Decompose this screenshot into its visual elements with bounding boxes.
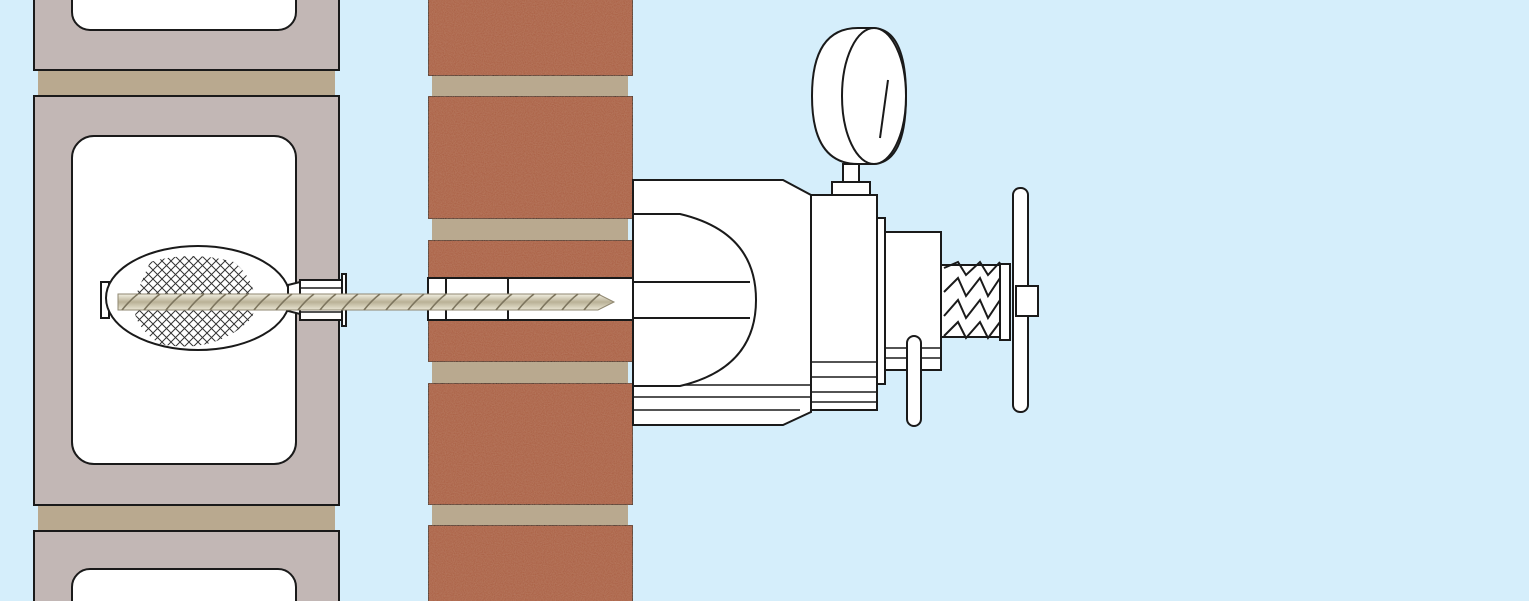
rod-twist-mark	[143, 293, 161, 311]
threaded-screw	[940, 260, 1004, 340]
tool-nose	[632, 213, 758, 387]
rod-twist-mark	[561, 293, 579, 311]
rod-twist-mark	[253, 293, 271, 311]
pressure-gauge-icon	[810, 27, 908, 196]
rod-twist-mark	[231, 293, 249, 311]
rod-spiral	[121, 293, 601, 311]
anchor-rod	[117, 293, 616, 311]
tool-collar	[876, 217, 886, 385]
rod-twist-mark	[297, 293, 315, 311]
rod-twist-mark	[539, 293, 557, 311]
mortar-joint	[38, 505, 335, 531]
block-cavity	[71, 568, 297, 601]
rod-twist-mark	[165, 293, 183, 311]
rod-twist-mark	[319, 293, 337, 311]
mortar-joint	[432, 362, 628, 383]
mortar-joint	[38, 70, 335, 96]
rod-twist-mark	[517, 293, 535, 311]
brick	[427, 524, 634, 601]
brick	[427, 0, 634, 77]
rod-twist-mark	[407, 293, 425, 311]
rod-twist-mark	[341, 293, 359, 311]
mortar-joint	[432, 219, 628, 240]
tool-rear-housing	[884, 231, 942, 371]
rod-twist-mark	[473, 293, 491, 311]
rod-twist-mark	[583, 293, 601, 311]
rod-twist-mark	[363, 293, 381, 311]
rod-twist-mark	[429, 293, 447, 311]
rod-twist-mark	[187, 293, 205, 311]
rod-twist-mark	[385, 293, 403, 311]
brick	[427, 239, 634, 279]
lever-handle	[906, 335, 922, 427]
wheel-hub-plate	[999, 263, 1011, 341]
gauge-needle	[879, 79, 889, 139]
rod-twist-mark	[121, 293, 139, 311]
brick	[427, 382, 634, 506]
brick	[427, 319, 634, 363]
handwheel-icon	[940, 187, 1039, 413]
brick	[427, 95, 634, 220]
block-cavity	[71, 0, 297, 31]
handwheel-knob	[1015, 285, 1039, 317]
outer-brick-wall	[427, 0, 634, 601]
gauge-face	[841, 27, 907, 165]
rod-twist-mark	[275, 293, 293, 311]
mortar-joint	[432, 505, 628, 525]
rod-twist-mark	[451, 293, 469, 311]
gauge-base	[831, 181, 871, 196]
mortar-joint	[432, 76, 628, 96]
rod-twist-mark	[495, 293, 513, 311]
rod-twist-mark	[209, 293, 227, 311]
